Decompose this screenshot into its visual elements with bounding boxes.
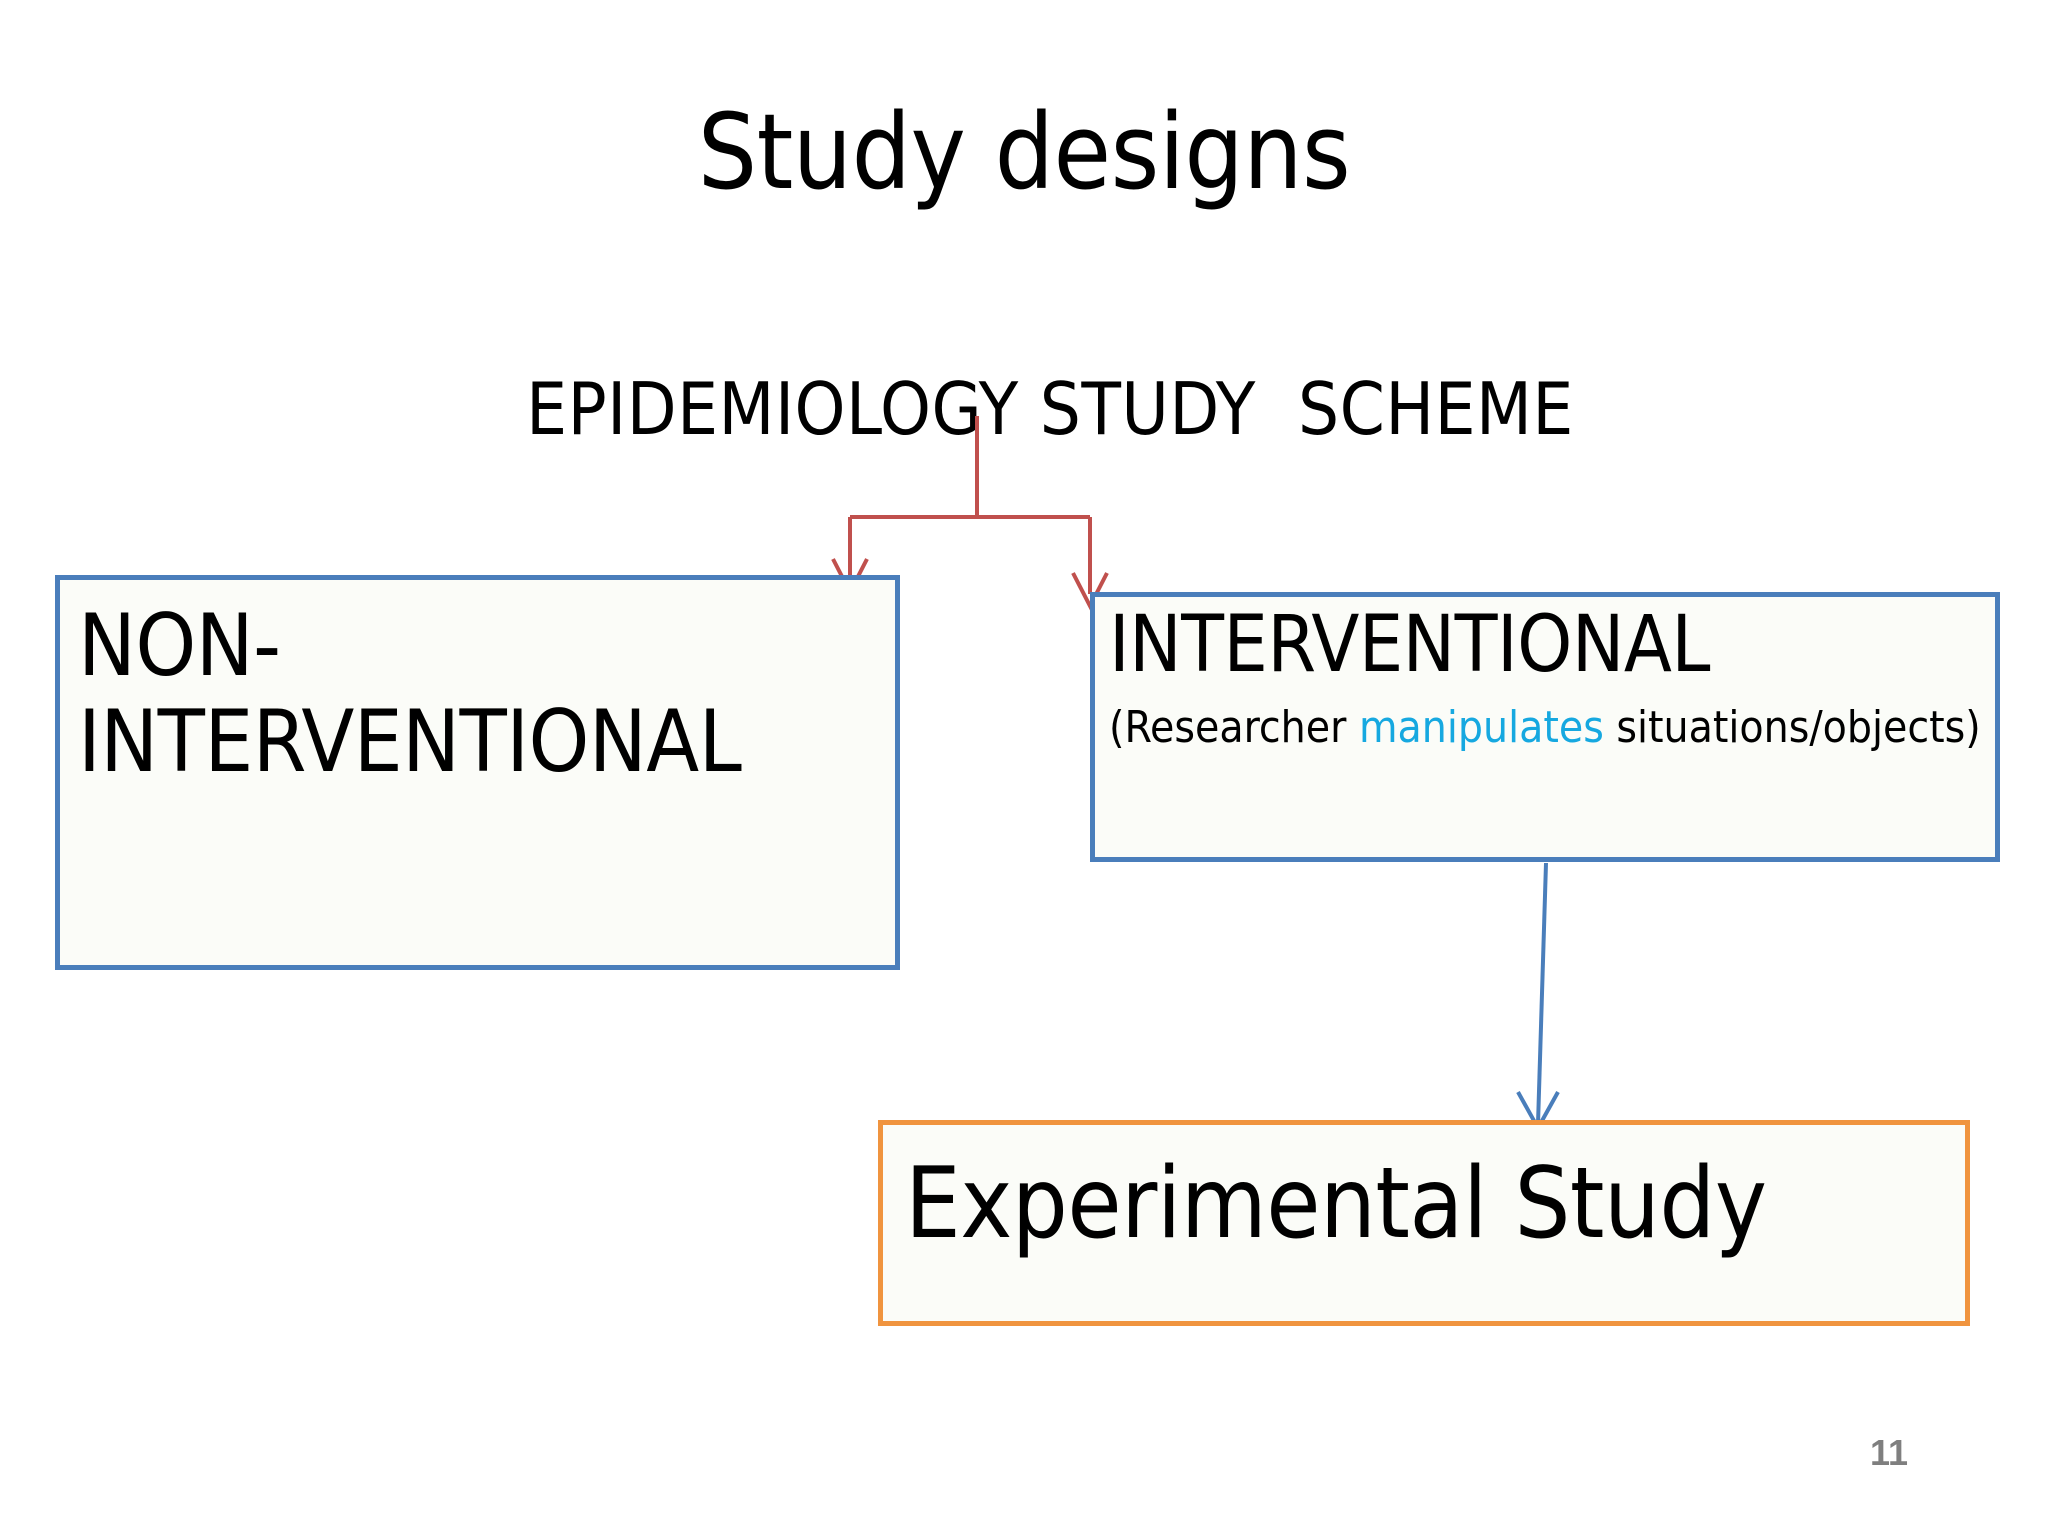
down-connector-blue — [1516, 862, 1560, 1133]
node-non-interventional-label: NON-INTERVENTIONAL — [78, 596, 742, 793]
node-interventional-subtext: (Researcher manipulates situations/objec… — [1109, 702, 1987, 755]
node-experimental-study[interactable]: Experimental Study — [878, 1120, 1970, 1326]
node-non-interventional[interactable]: NON-INTERVENTIONAL — [55, 575, 900, 970]
node-interventional[interactable]: INTERVENTIONAL (Researcher manipulates s… — [1090, 592, 2000, 862]
node-experimental-study-label: Experimental Study — [905, 1147, 1767, 1261]
node-interventional-sub-highlight: manipulates — [1358, 702, 1604, 753]
page-title: Study designs — [697, 91, 1351, 213]
page-number: 11 — [1870, 1432, 1909, 1473]
node-interventional-sub-suffix: situations/objects) — [1603, 702, 1981, 753]
node-interventional-sub-prefix: (Researcher — [1109, 702, 1359, 753]
node-interventional-heading: INTERVENTIONAL — [1109, 600, 1710, 690]
scheme-heading: EPIDEMIOLOGY STUDY SCHEME — [526, 367, 1574, 451]
